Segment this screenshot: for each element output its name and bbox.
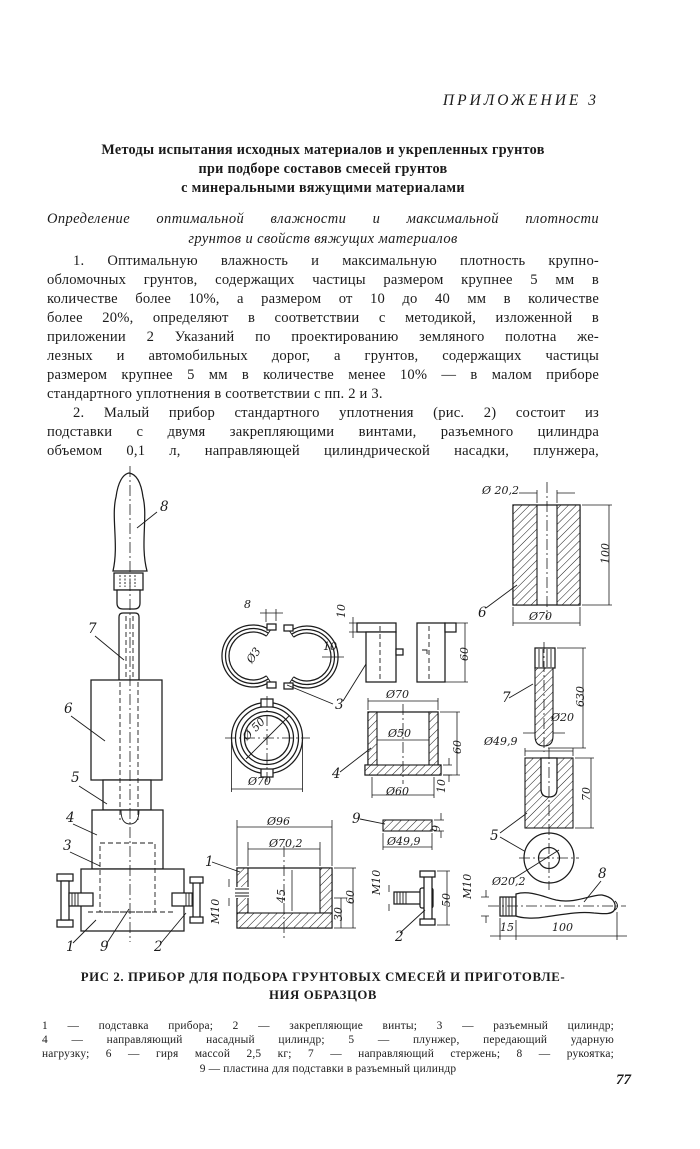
figure-dimension-label: Ø70 bbox=[385, 688, 409, 701]
body-text-line: приложении 2 Указаний по проектированию … bbox=[47, 329, 599, 345]
figure-part-label-6: 6 bbox=[478, 605, 487, 621]
body-text: 1. Оптимальную влажность и максимальную … bbox=[47, 252, 599, 461]
section-subtitle: Определение оптимальной влажности и макс… bbox=[47, 210, 599, 249]
figure-part-label-9: 9 bbox=[352, 811, 361, 827]
body-text-line: количестве более 10%, а размером от 10 д… bbox=[47, 291, 599, 307]
figure-part-label-9: 9 bbox=[100, 939, 109, 955]
body-text-line: обломочных грунтов, содержащих частицы р… bbox=[47, 272, 599, 288]
figure-dimension-label: Ø20,2 bbox=[491, 875, 526, 888]
body-text-line: объемом 0,1 л, направляющей цилиндрическ… bbox=[47, 443, 599, 459]
figure-dimension-label: 60 bbox=[451, 740, 464, 754]
figure-dimension-label: Ø50 bbox=[387, 727, 411, 740]
figure-legend-line: нагрузку; 6 — гиря массой 2,5 кг; 7 — на… bbox=[42, 1048, 614, 1061]
figure-dimension-label: Ø49,9 bbox=[483, 735, 518, 748]
page-number: 77 bbox=[616, 1072, 631, 1088]
body-text-line: более 20%, определяют в соответствии с м… bbox=[47, 310, 599, 326]
figure-dimension-label: 10 bbox=[335, 604, 348, 618]
figure-part-label-1: 1 bbox=[205, 854, 214, 870]
figure-dimension-label: Ø49,9 bbox=[386, 835, 421, 848]
figure-dimension-label: Ø70,2 bbox=[268, 837, 303, 850]
subtitle-line: Определение оптимальной влажности и макс… bbox=[47, 211, 599, 227]
figure-dimension-label: Ø96 bbox=[266, 815, 290, 828]
figure-part-label-8: 8 bbox=[598, 866, 607, 882]
body-text-line: 2. Малый прибор стандартного уплотнения … bbox=[73, 405, 599, 421]
figure-part-label-2: 2 bbox=[153, 939, 163, 955]
figure-part-label-7: 7 bbox=[88, 621, 97, 637]
body-text-line: стандартного уплотнения в соответствии с… bbox=[47, 386, 383, 402]
figure-dimension-label: 60 bbox=[458, 647, 471, 661]
figure-part-label-4: 4 bbox=[331, 766, 341, 782]
title-line: Методы испытания исходных материалов и у… bbox=[101, 142, 545, 158]
figure-dimension-label: 45 bbox=[275, 889, 288, 904]
figure-dimension-label: 100 bbox=[552, 921, 573, 934]
figure-caption: РИС 2. ПРИБОР ДЛЯ ПОДБОРА ГРУНТОВЫХ СМЕС… bbox=[47, 969, 599, 1004]
figure-part-label-7: 7 bbox=[502, 690, 511, 706]
figure-dimension-label: Ø 50 bbox=[239, 715, 268, 744]
figure-part-label-5: 5 bbox=[490, 828, 499, 844]
figure-legend-line: 4 — направляющий насадный цилиндр; 5 — п… bbox=[42, 1034, 614, 1047]
figure-caption-line: РИС 2. ПРИБОР ДЛЯ ПОДБОРА ГРУНТОВЫХ СМЕС… bbox=[80, 970, 566, 984]
document-title: Методы испытания исходных материалов и у… bbox=[47, 141, 599, 198]
figure-part-label-6: 6 bbox=[64, 701, 73, 717]
figure-dimension-label: 60 bbox=[344, 890, 357, 904]
figure-legend: 1 — подставка прибора; 2 — закрепляющие … bbox=[42, 1019, 614, 1076]
figure-dimension-label: 15 bbox=[500, 921, 514, 934]
body-text-line: 1. Оптимальную влажность и максимальную … bbox=[73, 253, 599, 269]
figure-dimension-label: 10 bbox=[435, 779, 448, 793]
figure-dimension-label: 30 bbox=[332, 907, 345, 921]
figure-dimension-label: Ø3 bbox=[243, 645, 263, 666]
subtitle-line: грунтов и свойств вяжущих материалов bbox=[188, 230, 458, 247]
appendix-header: ПРИЛОЖЕНИЕ 3 bbox=[442, 92, 599, 109]
figure-dimension-label: 70 bbox=[580, 787, 593, 801]
title-line: с минеральными вяжущими материалами bbox=[181, 180, 465, 196]
figure-dimension-label: Ø70 bbox=[528, 610, 552, 623]
figure-dimension-label: Ø60 bbox=[385, 785, 409, 798]
figure-part-label-2: 2 bbox=[394, 929, 404, 945]
figure-part-label-3: 3 bbox=[335, 697, 344, 713]
figure-part-label-8: 8 bbox=[160, 499, 169, 515]
figure-dimension-label: Ø 20,2 bbox=[481, 484, 519, 497]
figure-dimension-label: 9 bbox=[430, 825, 443, 832]
figure-legend-line: 9 — пластина для подставки в разъемный ц… bbox=[199, 1062, 457, 1075]
figure-dimension-label: 100 bbox=[599, 543, 612, 564]
figure-part-label-3: 3 bbox=[63, 838, 72, 854]
figure-linework bbox=[56, 466, 627, 944]
body-text-line: лезных и автомобильных дорог, а грунтов,… bbox=[47, 348, 599, 364]
figure-dimension-label: М10 bbox=[461, 874, 474, 900]
body-text-line: размером крупнее 5 мм в количестве менее… bbox=[47, 367, 599, 383]
figure-part-label-1: 1 bbox=[66, 939, 75, 955]
figure-dimension-label: М10 bbox=[209, 899, 222, 925]
figure-dimension-label: М10 bbox=[370, 870, 383, 896]
figure-dimension-label: 50 bbox=[440, 893, 453, 907]
figure-dimension-label: Ø70 bbox=[247, 775, 271, 788]
figure-dimension-label: 630 bbox=[574, 686, 587, 707]
figure-caption-line: НИЯ ОБРАЗЦОВ bbox=[268, 987, 378, 1002]
figure-part-label-4: 4 bbox=[65, 810, 75, 826]
figure-dimension-label: Ø20 bbox=[550, 711, 574, 724]
figure-legend-line: 1 — подставка прибора; 2 — закрепляющие … bbox=[42, 1020, 614, 1032]
body-text-line: подставки с двумя закрепляющими винтами,… bbox=[47, 424, 599, 440]
figure-part-label-5: 5 bbox=[71, 770, 80, 786]
title-line: при подборе составов смесей грунтов bbox=[198, 161, 448, 177]
figure-dimension-label: 10 bbox=[323, 640, 337, 653]
figure-dimension-label: 8 bbox=[244, 598, 251, 611]
